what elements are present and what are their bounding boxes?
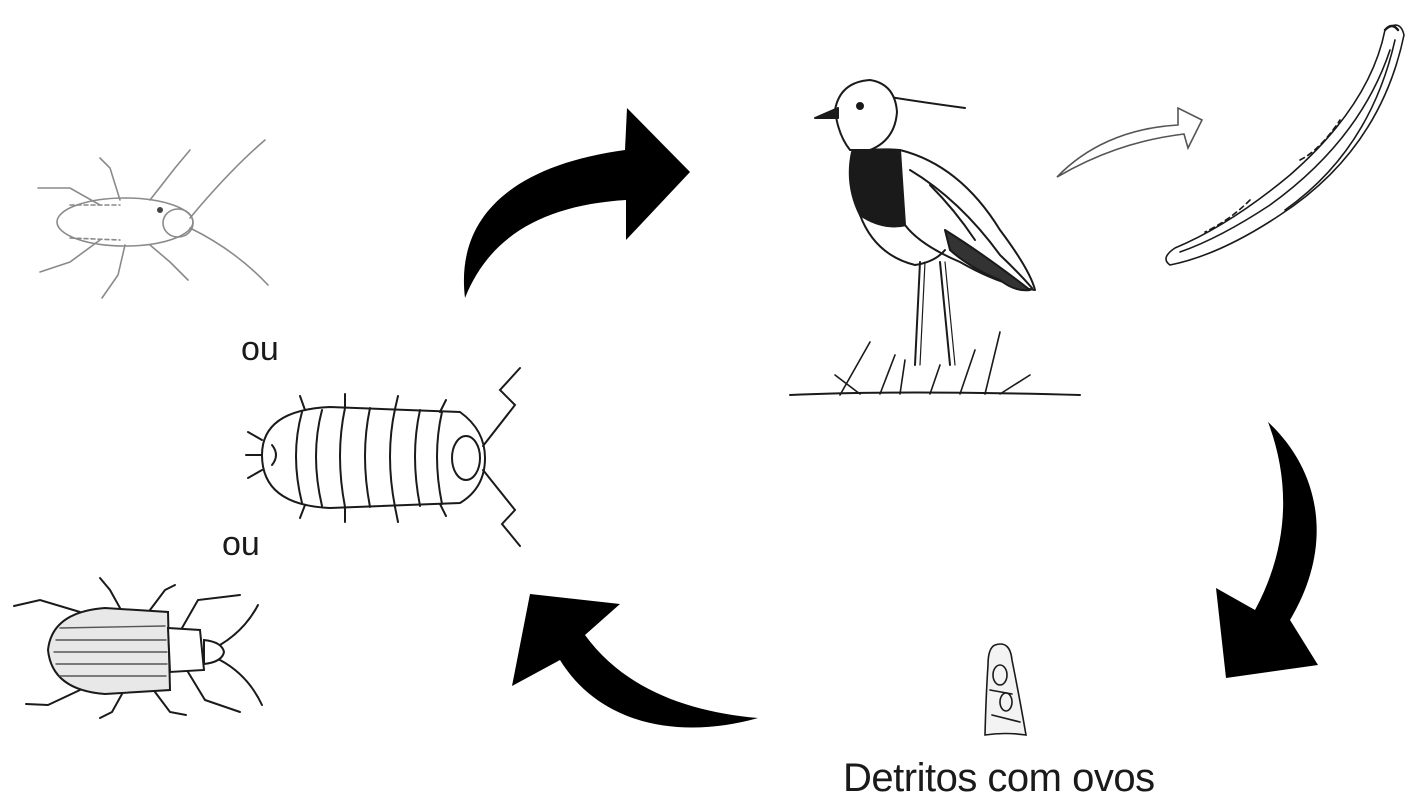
arrow-to-invertebrates-icon [512, 594, 758, 727]
beetle-icon [14, 578, 262, 718]
or-label-2: ou [222, 525, 260, 564]
arrow-to-worm-icon [1057, 108, 1202, 177]
arrow-to-debris-icon [1216, 422, 1318, 678]
egg-debris-icon [985, 644, 1026, 735]
detritus-caption: Detritos com ovos [843, 756, 1155, 801]
woodlouse-icon [246, 368, 520, 546]
cockroach-icon [38, 140, 268, 298]
worm-icon [1166, 25, 1404, 265]
or-label-1: ou [241, 330, 279, 369]
arrow-to-bird-icon [464, 108, 690, 298]
lapwing-bird-icon [790, 80, 1080, 395]
